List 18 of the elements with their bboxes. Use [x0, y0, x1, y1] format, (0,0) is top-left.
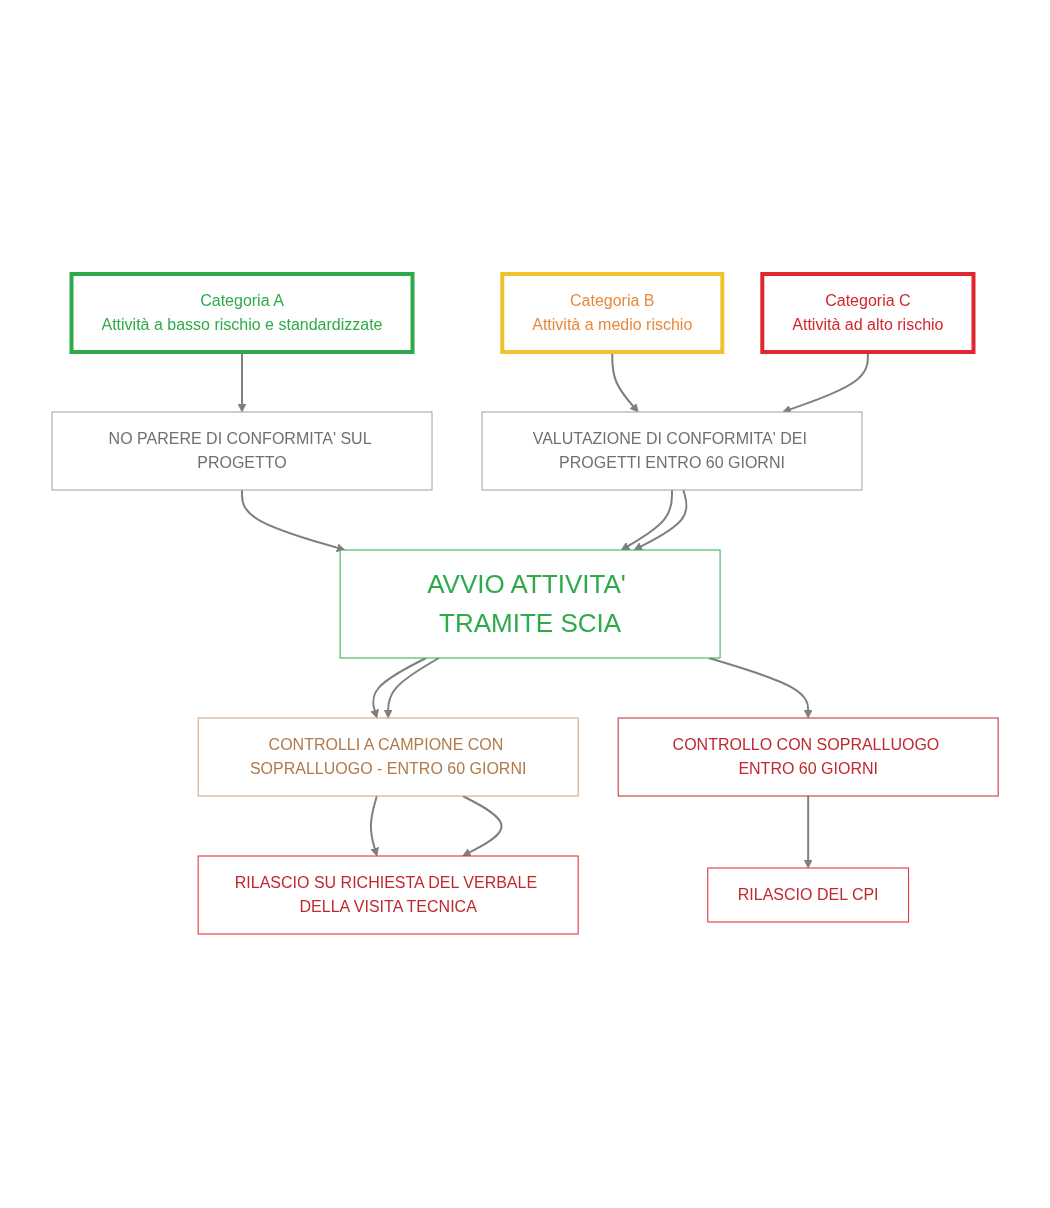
- arrow: [370, 657, 427, 719]
- node-box: CONTROLLO CON SOPRALLUOGO ENTRO 60 GIORNI: [617, 717, 999, 797]
- node-box: RILASCIO DEL CPI: [707, 867, 909, 923]
- arrow: [369, 795, 379, 857]
- node-box: NO PARERE DI CONFORMITA' SUL PROGETTO: [51, 411, 433, 491]
- node-box: RILASCIO SU RICHIESTA DEL VERBALE DELLA VISITA TECNICA: [197, 855, 579, 935]
- arrow: [383, 657, 440, 719]
- node-box: Categoria B Attività a medio rischio: [500, 272, 725, 354]
- arrow: [620, 489, 673, 551]
- node-box: Categoria A Attività a basso rischio e standardizzate: [69, 272, 415, 354]
- node-box: AVVIO ATTIVITA' TRAMITE SCIA: [339, 549, 721, 659]
- node-box: VALUTAZIONE DI CONFORMITA' DEI PROGETTI ENTRO 60 GIORNI: [481, 411, 863, 491]
- arrow: [461, 795, 503, 857]
- arrow: [633, 489, 688, 551]
- node-box: CONTROLLI A CAMPIONE CON SOPRALLUOGO - ENTRO 60 GIORNI: [197, 717, 579, 797]
- arrow: [803, 795, 813, 869]
- node-box: Categoria C Attività ad alto rischio: [760, 272, 976, 354]
- arrow: [240, 489, 346, 552]
